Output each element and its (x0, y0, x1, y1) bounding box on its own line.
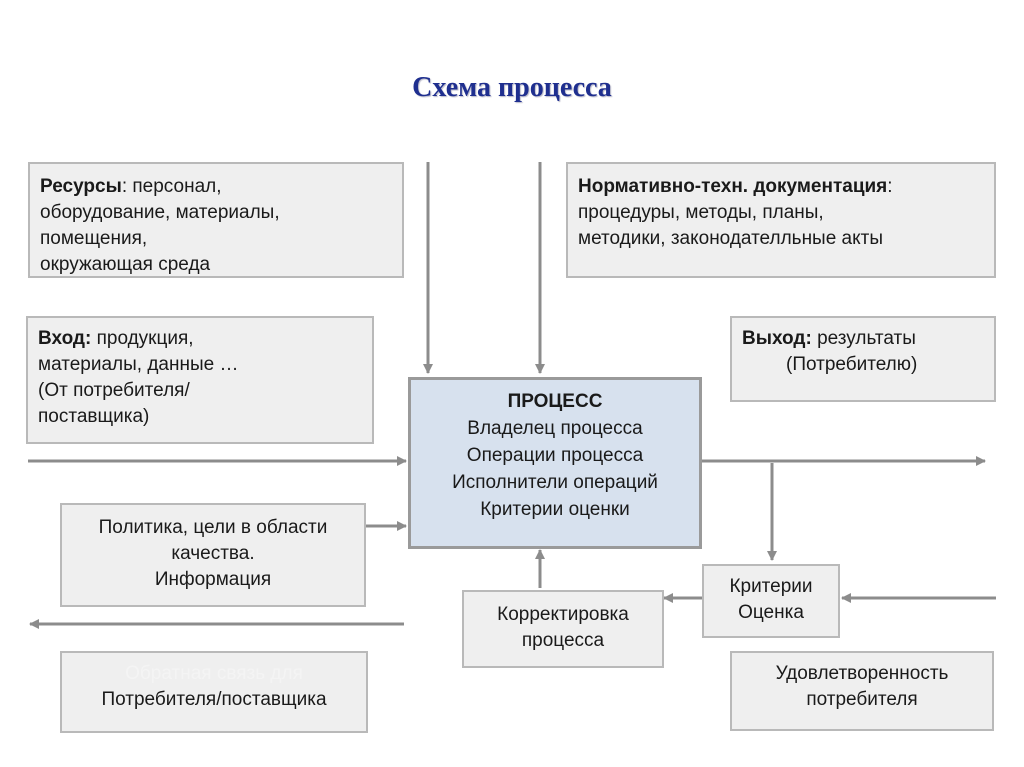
normative-line: процедуры, методы, планы, (578, 202, 824, 223)
normative-rest: : (887, 176, 893, 197)
correction-line: Корректировка (497, 604, 629, 625)
policy-box: Политика, цели в области качества. Инфор… (60, 503, 366, 607)
process-line: Критерии оценки (480, 499, 630, 520)
policy-line: качества. (171, 543, 255, 564)
policy-line: Информация (154, 569, 272, 590)
correction-line: процесса (521, 630, 605, 651)
input-label: Вход: (38, 328, 92, 349)
output-label: Выход: (742, 328, 812, 349)
normative-line: методики, законодателльные акты (578, 228, 884, 249)
process-box: ПРОЦЕСС Владелец процесса Операции проце… (408, 377, 702, 549)
resources-line: окружающая среда (40, 254, 211, 275)
resources-box: Ресурсы: персонал, оборудование, материа… (28, 162, 404, 278)
page-title: Схема процесса (412, 72, 612, 103)
criteria-box: Критерии Оценка (702, 564, 840, 638)
correction-box: Корректировка процесса (462, 590, 664, 668)
criteria-line: Критерии (729, 576, 813, 597)
output-rest: результаты (811, 328, 916, 349)
resources-rest: : персонал, (121, 176, 222, 197)
process-line: Владелец процесса (467, 418, 643, 439)
feedback-box: Обратная связь для Потребителя/поставщик… (60, 651, 368, 733)
feedback-line: Обратная связь для (125, 663, 303, 684)
input-line: материалы, данные … (38, 354, 239, 375)
feedback-line: Потребителя/поставщика (101, 689, 327, 710)
input-rest: продукция, (91, 328, 194, 349)
process-title: ПРОЦЕСС (507, 391, 603, 412)
resources-line: оборудование, материалы, (40, 202, 280, 223)
output-box: Выход: результаты (Потребителю) (730, 316, 996, 402)
criteria-line: Оценка (738, 602, 804, 623)
input-box: Вход: продукция, материалы, данные … (От… (26, 316, 374, 444)
process-line: Операции процесса (466, 445, 644, 466)
output-line2: (Потребителю) (786, 354, 918, 375)
resources-label: Ресурсы (40, 176, 122, 197)
input-line: (От потребителя/ (38, 380, 190, 401)
process-line: Исполнители операций (452, 472, 658, 493)
input-line: поставщика) (38, 406, 150, 427)
satisfaction-line: потребителя (806, 689, 918, 710)
normative-box: Нормативно-техн. документация: процедуры… (566, 162, 996, 278)
normative-label: Нормативно-техн. документация (578, 176, 888, 197)
satisfaction-line: Удовлетворенность (775, 663, 949, 684)
satisfaction-box: Удовлетворенность потребителя (730, 651, 994, 731)
policy-line: Политика, цели в области (98, 517, 328, 538)
resources-line: помещения, (40, 228, 148, 249)
